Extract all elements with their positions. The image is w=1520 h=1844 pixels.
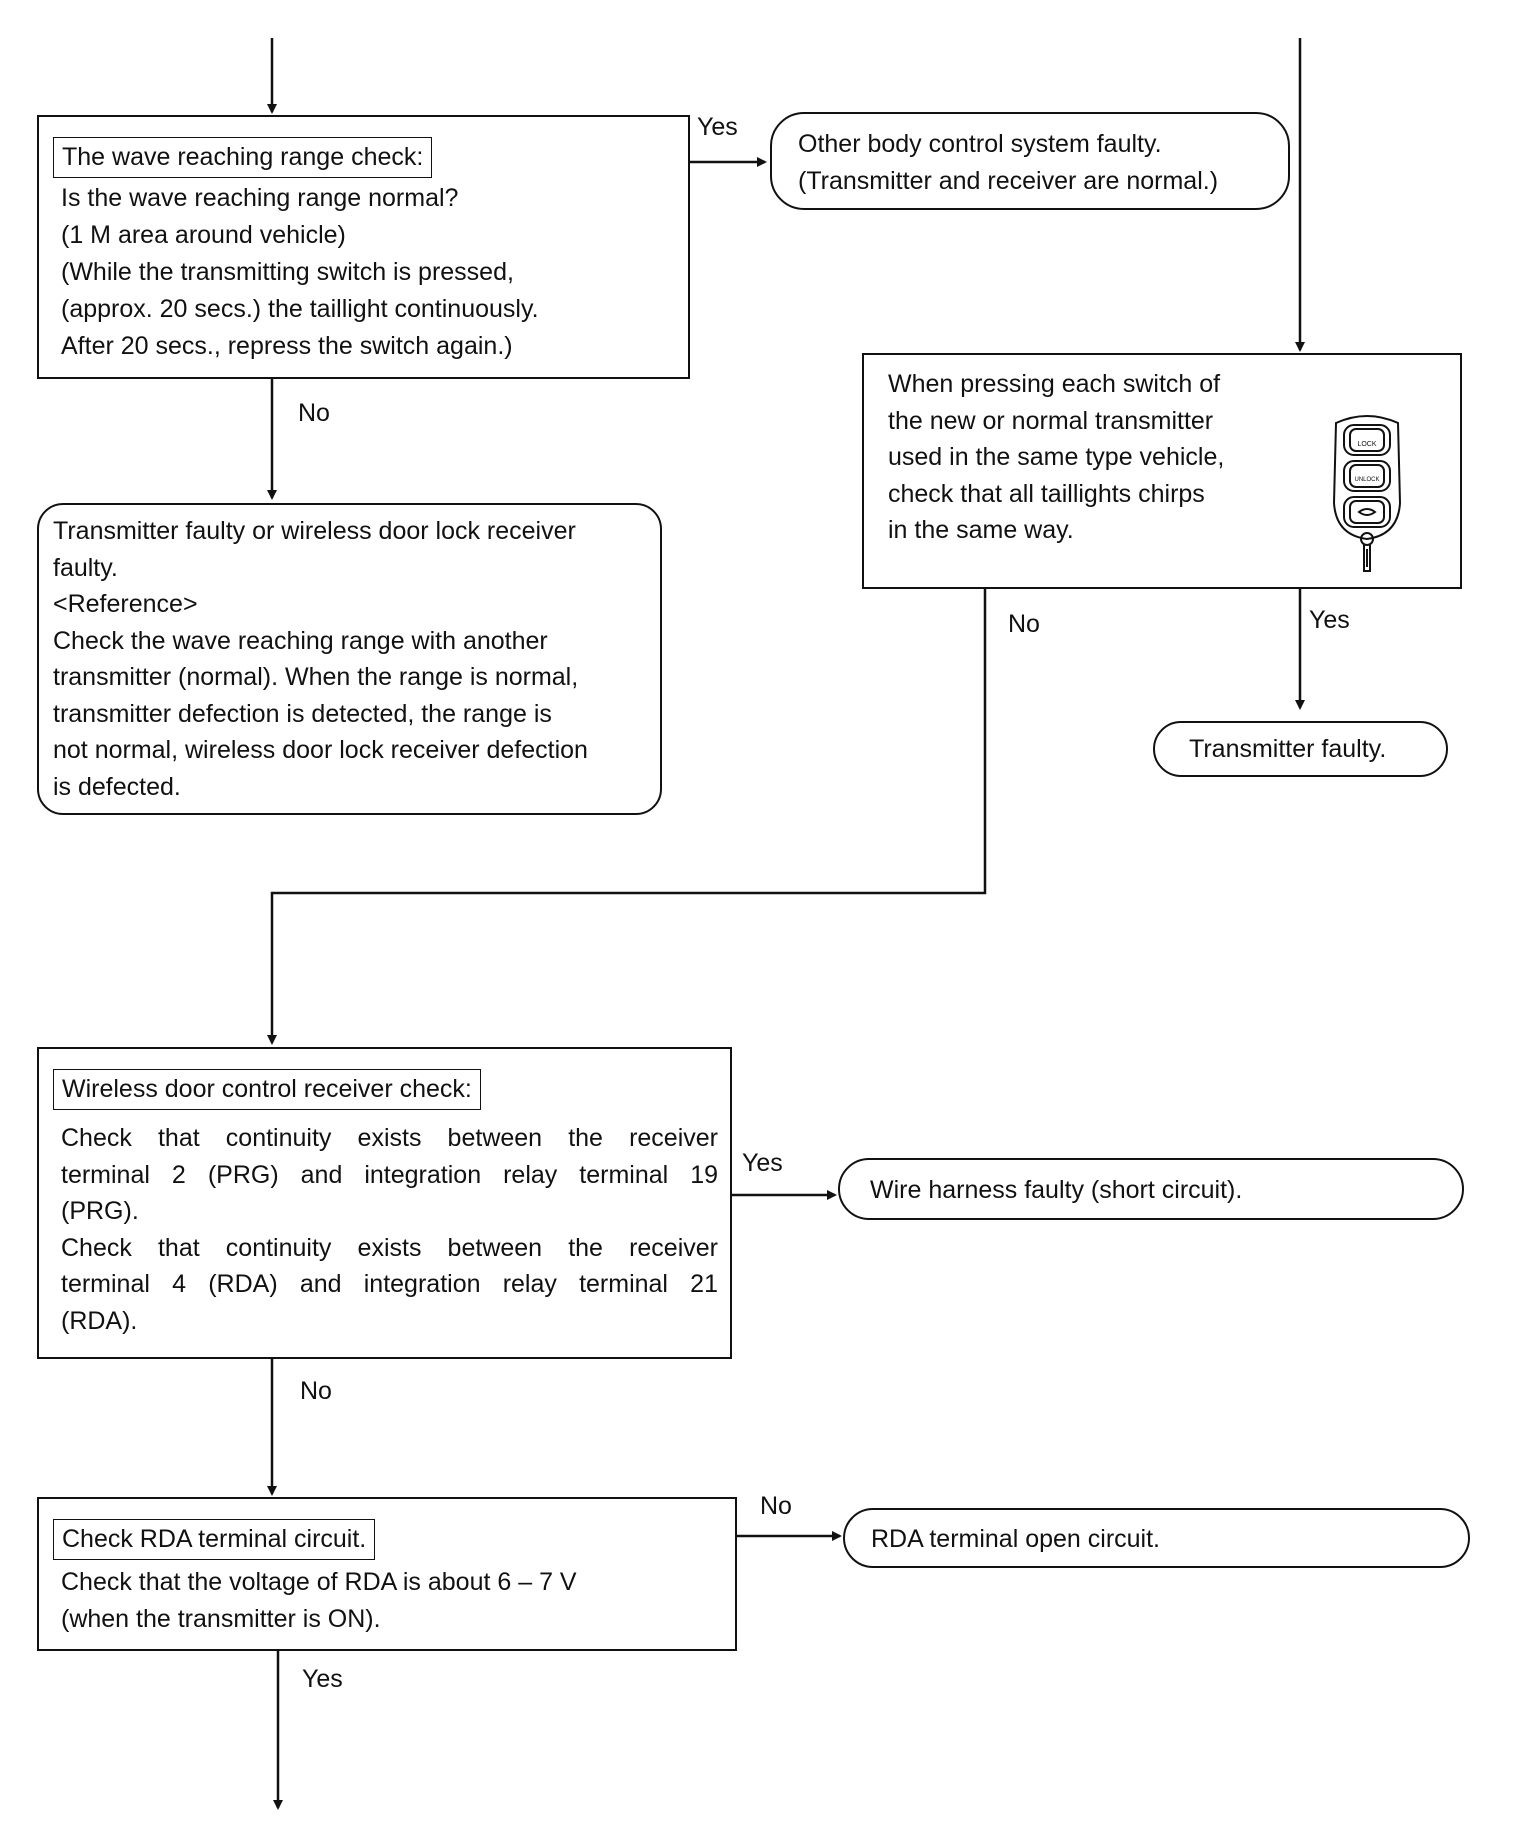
receiver-check-title: Wireless door control receiver check: xyxy=(53,1069,481,1110)
receiver-check-text: Check that continuity exists between the… xyxy=(53,1120,718,1339)
switch-check-line: used in the same type vehicle, xyxy=(888,443,1225,471)
other-body-terminal: Other body control system faulty. (Trans… xyxy=(770,112,1290,210)
rda-open-text: RDA terminal open circuit. xyxy=(871,1525,1161,1553)
range-check-title: The wave reaching range check: xyxy=(53,137,433,178)
range-check-text: Is the wave reaching range normal? (1 M … xyxy=(53,180,688,365)
wire-harness-terminal: Wire harness faulty (short circuit). xyxy=(838,1158,1464,1220)
receiver-check-box: Wireless door control receiver check: Ch… xyxy=(37,1047,732,1359)
transmitter-receiver-line: Check the wave reaching range with anoth… xyxy=(53,626,548,655)
transmitter-receiver-line: not normal, wireless door lock receiver … xyxy=(53,736,588,764)
transmitter-receiver-line: Transmitter faulty or wireless door lock… xyxy=(53,517,576,545)
transmitter-receiver-terminal: Transmitter faulty or wireless door lock… xyxy=(37,503,662,815)
rda-check-box: Check RDA terminal circuit. Check that t… xyxy=(37,1497,737,1651)
range-check-line: Is the wave reaching range normal? xyxy=(61,184,459,212)
label-range-no: No xyxy=(298,399,330,427)
receiver-check-line: (RDA). xyxy=(61,1306,138,1335)
switch-check-line: When pressing each switch of xyxy=(888,370,1221,398)
label-rda-no: No xyxy=(760,1492,792,1520)
transmitter-receiver-line: transmitter (normal). When the range is … xyxy=(53,663,579,691)
rda-check-line: Check that the voltage of RDA is about 6… xyxy=(61,1568,577,1596)
switch-check-text: When pressing each switch of the new or … xyxy=(888,366,1460,549)
label-rda-yes: Yes xyxy=(302,1665,343,1693)
rda-check-text: Check that the voltage of RDA is about 6… xyxy=(53,1564,735,1638)
other-body-line: Other body control system faulty. xyxy=(798,130,1162,158)
receiver-check-line: Check that continuity exists between the… xyxy=(61,1124,718,1152)
other-body-line: (Transmitter and receiver are normal.) xyxy=(798,167,1219,195)
receiver-check-line: terminal 4 (RDA) and integration relay t… xyxy=(61,1270,718,1298)
transmitter-receiver-line: transmitter defection is detected, the r… xyxy=(53,699,552,728)
rda-check-line: (when the transmitter is ON). xyxy=(61,1605,381,1633)
key-fob-transmitter-icon: LOCK UNLOCK xyxy=(1332,415,1402,572)
transmitter-receiver-line: <Reference> xyxy=(53,590,198,618)
label-range-yes: Yes xyxy=(697,113,738,141)
range-check-line: (approx. 20 secs.) the taillight continu… xyxy=(61,295,539,323)
transmitter-receiver-text: Transmitter faulty or wireless door lock… xyxy=(53,513,660,805)
wire-harness-text: Wire harness faulty (short circuit). xyxy=(870,1176,1243,1204)
switch-check-box: When pressing each switch of the new or … xyxy=(862,353,1462,589)
switch-check-line: check that all taillights chirps xyxy=(888,479,1205,508)
receiver-check-line: (PRG). xyxy=(61,1197,139,1225)
transmitter-receiver-line: faulty. xyxy=(53,553,118,582)
label-switch-yes: Yes xyxy=(1309,606,1350,634)
fob-unlock-text: UNLOCK xyxy=(1354,477,1379,483)
transmitter-faulty-terminal: Transmitter faulty. xyxy=(1153,721,1448,777)
switch-check-line: the new or normal transmitter xyxy=(888,406,1214,435)
fob-lock-text: LOCK xyxy=(1357,441,1376,448)
receiver-check-line: Check that continuity exists between the… xyxy=(61,1233,718,1262)
transmitter-receiver-line: is defected. xyxy=(53,772,181,801)
arrow-switch-no xyxy=(267,588,987,1045)
range-check-line: (1 M area around vehicle) xyxy=(61,221,346,249)
receiver-check-line: terminal 2 (PRG) and integration relay t… xyxy=(61,1160,718,1189)
switch-check-line: in the same way. xyxy=(888,516,1074,544)
label-switch-no: No xyxy=(1008,610,1040,638)
range-check-box: The wave reaching range check: Is the wa… xyxy=(37,115,690,379)
range-check-line: (While the transmitting switch is presse… xyxy=(61,258,514,286)
rda-open-terminal: RDA terminal open circuit. xyxy=(843,1508,1470,1568)
rda-check-title: Check RDA terminal circuit. xyxy=(53,1519,376,1560)
range-check-line: After 20 secs., repress the switch again… xyxy=(61,332,513,360)
label-receiver-no: No xyxy=(300,1377,332,1405)
transmitter-faulty-text: Transmitter faulty. xyxy=(1189,735,1387,763)
other-body-text: Other body control system faulty. (Trans… xyxy=(798,126,1288,200)
label-receiver-yes: Yes xyxy=(742,1149,783,1177)
